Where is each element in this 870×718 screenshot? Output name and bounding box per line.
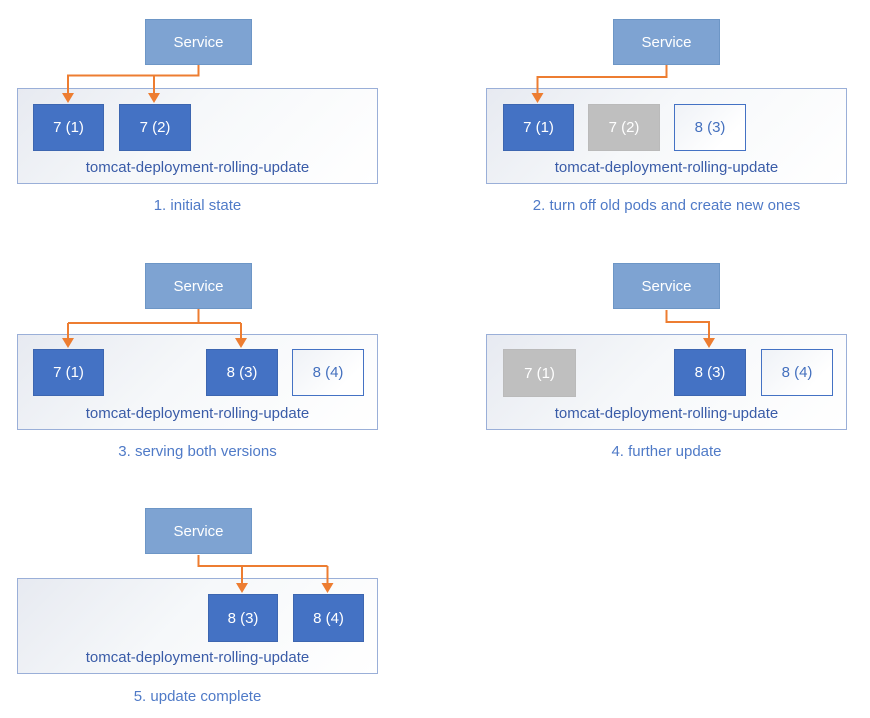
pod-7-1: 7 (1) [503, 349, 576, 397]
panel-caption-3: 3. serving both versions [118, 443, 277, 460]
panel-caption-2: 2. turn off old pods and create new ones [532, 197, 801, 214]
pod-label: 8 (3) [694, 119, 726, 136]
pod-label: 8 (3) [226, 364, 258, 381]
deployment-container-2: 7 (1) 7 (2) 8 (3) tomcat-deployment-roll… [486, 88, 847, 184]
pod-label: 8 (3) [227, 609, 259, 627]
deployment-label: tomcat-deployment-rolling-update [85, 159, 310, 176]
deployment-container-4: 7 (1) 8 (3) 8 (4) tomcat-deployment-roll… [486, 334, 847, 430]
panel-caption-1: 1. initial state [153, 197, 242, 214]
pod-8-4: 8 (4) [761, 349, 833, 396]
pod-8-3: 8 (3) [208, 594, 278, 642]
service-box-4: Service [613, 263, 720, 309]
pod-7-2: 7 (2) [119, 104, 191, 151]
pod-8-3: 8 (3) [674, 104, 746, 151]
pod-label: 7 (1) [524, 364, 555, 382]
deployment-container-1: 7 (1) 7 (2) tomcat-deployment-rolling-up… [17, 88, 378, 184]
service-box-2: Service [613, 19, 720, 65]
service-box-5: Service [145, 508, 252, 554]
service-label: Service [641, 33, 692, 51]
deployment-label: tomcat-deployment-rolling-update [554, 159, 779, 176]
pod-7-2: 7 (2) [588, 104, 660, 151]
service-label: Service [173, 522, 224, 540]
pod-label: 7 (2) [608, 119, 640, 136]
pod-label: 8 (4) [781, 364, 813, 381]
pod-8-3: 8 (3) [674, 349, 746, 396]
pod-7-1: 7 (1) [33, 104, 104, 151]
deployment-container-5: 8 (3) 8 (4) tomcat-deployment-rolling-up… [17, 578, 378, 674]
pod-7-1: 7 (1) [503, 104, 574, 151]
service-label: Service [173, 277, 224, 295]
panel-caption-4: 4. further update [611, 443, 722, 460]
service-label: Service [641, 277, 692, 295]
pod-label: 8 (4) [312, 364, 344, 381]
deployment-label: tomcat-deployment-rolling-update [85, 649, 310, 666]
pod-label: 7 (1) [53, 364, 84, 381]
deployment-label: tomcat-deployment-rolling-update [554, 405, 779, 422]
service-box-3: Service [145, 263, 252, 309]
panel-caption-5: 5. update complete [133, 688, 262, 705]
pod-label: 8 (3) [694, 364, 726, 381]
service-label: Service [173, 33, 224, 51]
pod-7-1: 7 (1) [33, 349, 104, 396]
deployment-container-3: 7 (1) 8 (3) 8 (4) tomcat-deployment-roll… [17, 334, 378, 430]
pod-label: 7 (1) [53, 119, 84, 136]
pod-8-4: 8 (4) [292, 349, 364, 396]
service-box-1: Service [145, 19, 252, 65]
pod-label: 7 (2) [139, 119, 171, 136]
deployment-label: tomcat-deployment-rolling-update [85, 405, 310, 422]
pod-label: 8 (4) [313, 609, 344, 627]
pod-label: 7 (1) [523, 119, 554, 136]
pod-8-4: 8 (4) [293, 594, 364, 642]
pod-8-3: 8 (3) [206, 349, 278, 396]
